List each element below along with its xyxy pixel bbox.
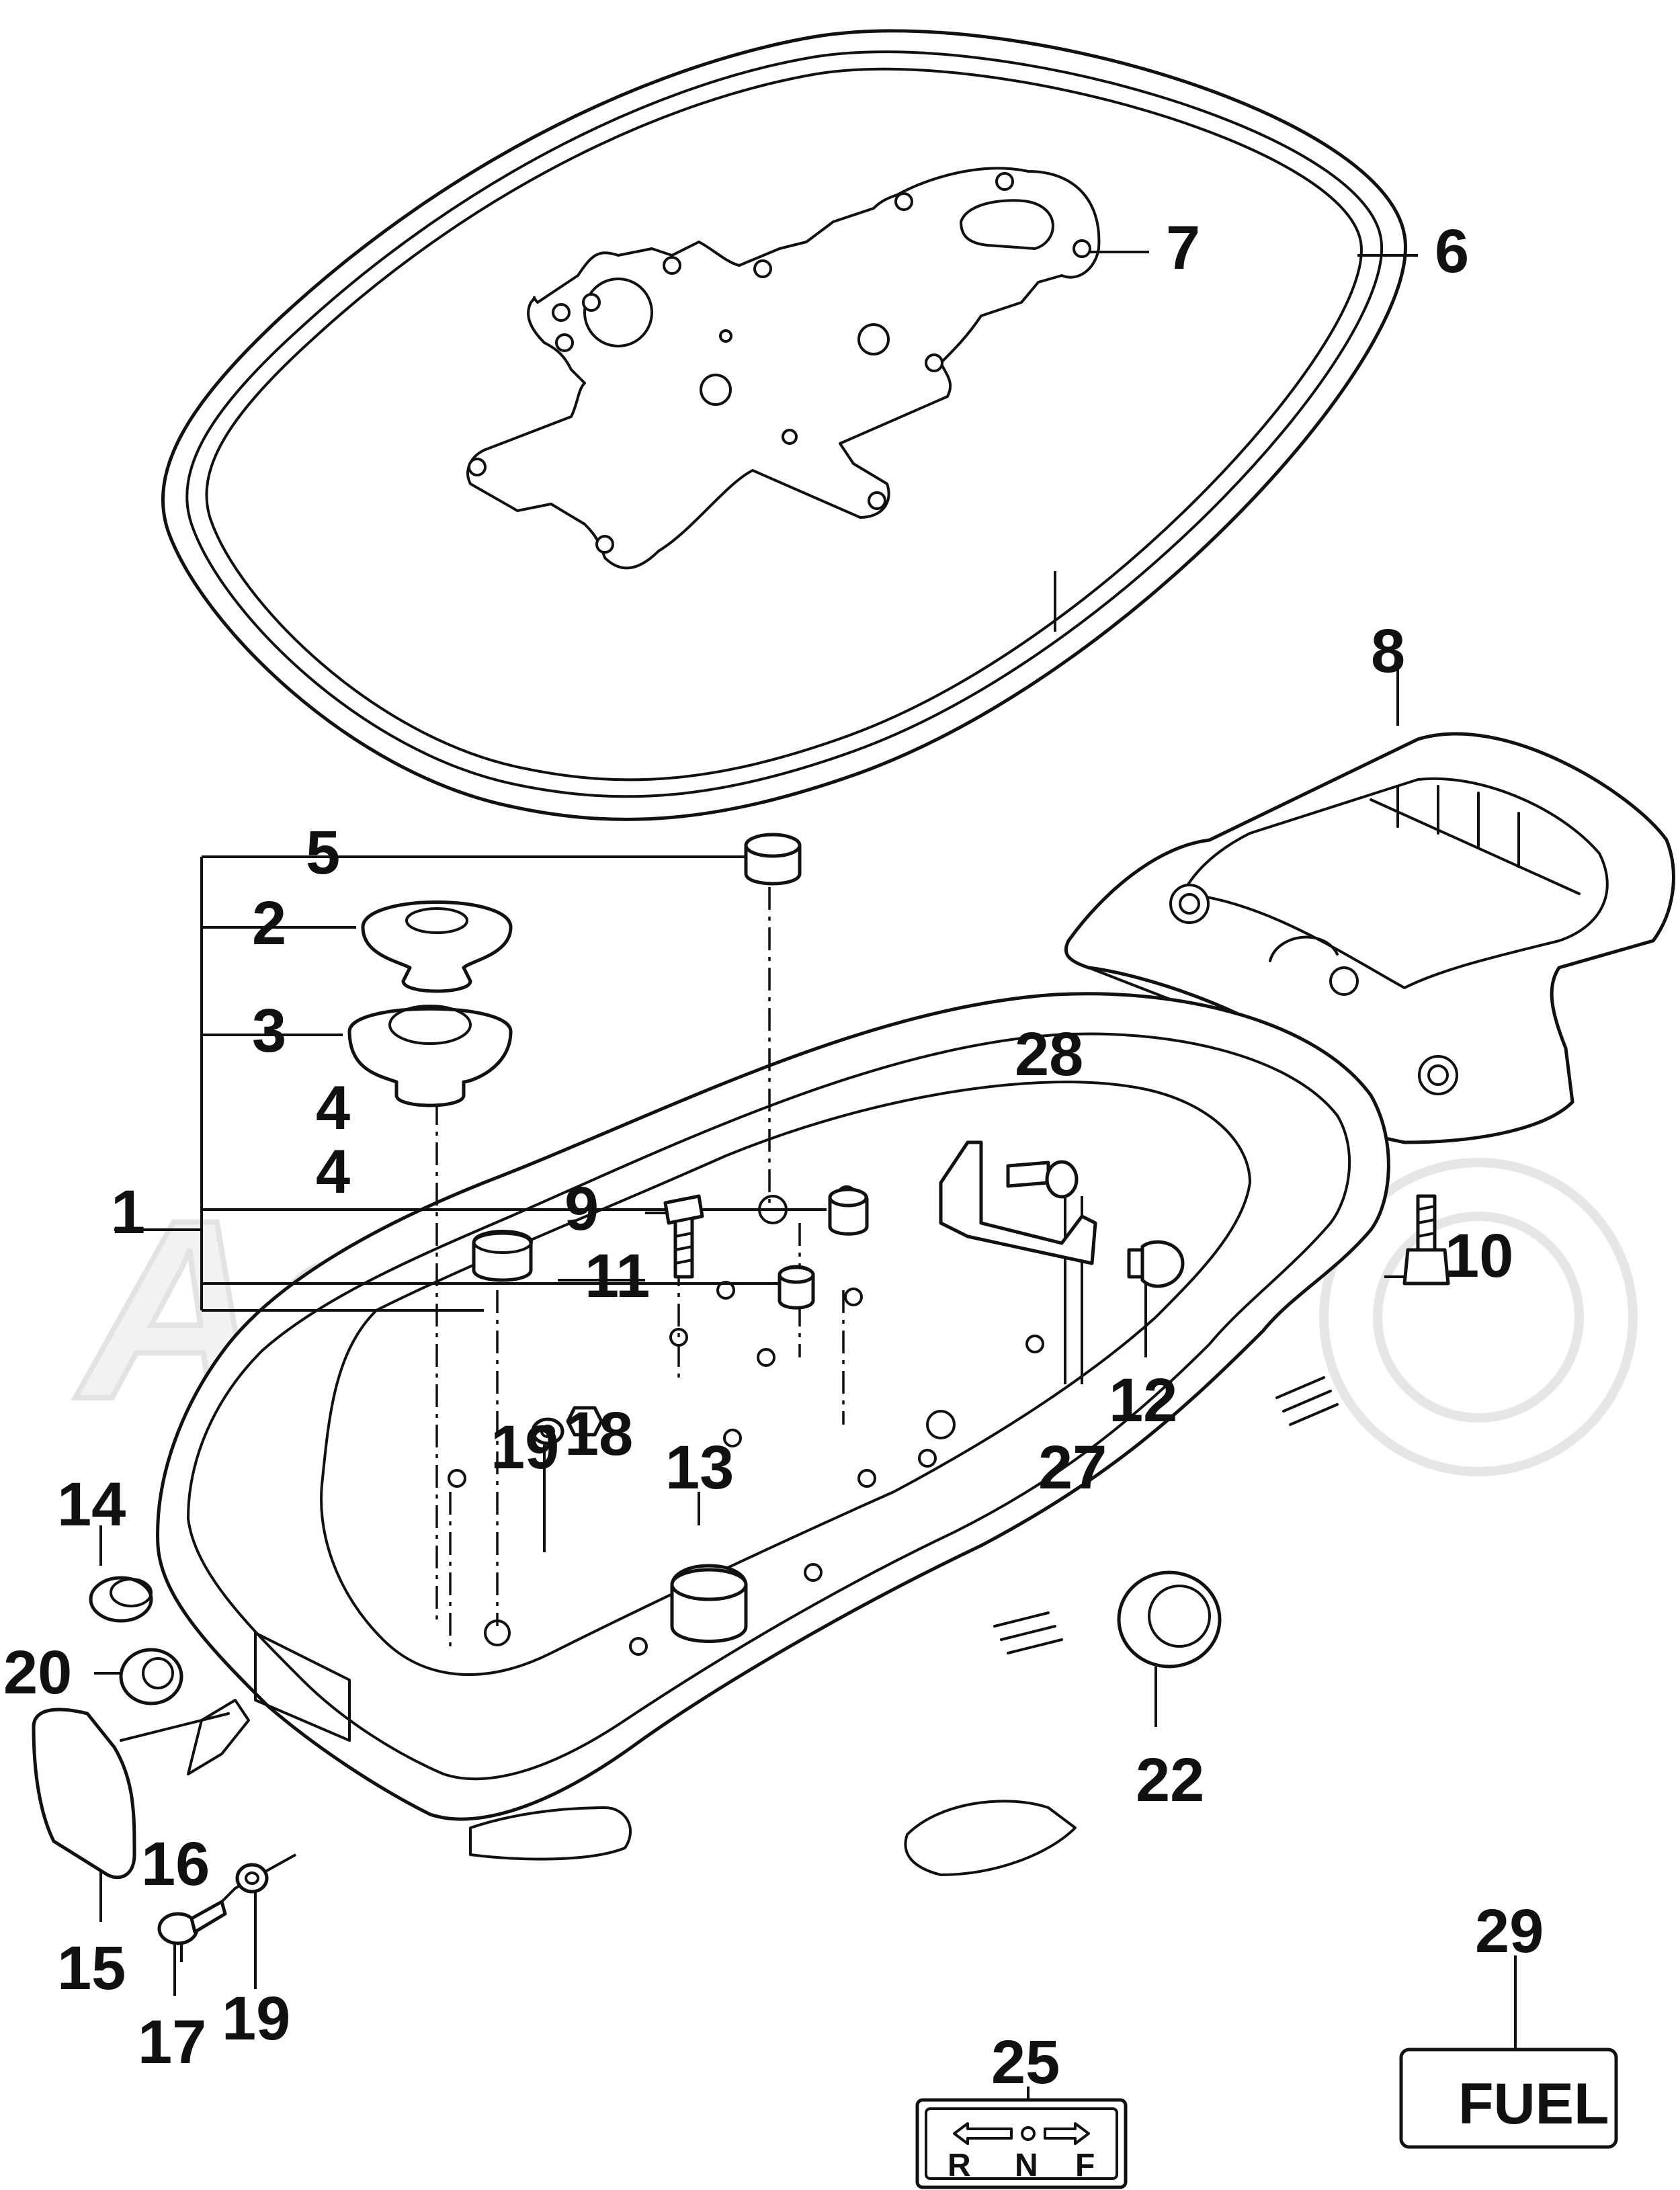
part-22-grommet xyxy=(1117,1570,1222,1669)
callout-12: 12 xyxy=(1109,1366,1177,1435)
part-6-seal xyxy=(161,29,1407,821)
callout-25: 25 xyxy=(991,2028,1060,2097)
part-4-plug-b xyxy=(778,1265,815,1310)
callout-10: 10 xyxy=(1445,1222,1513,1290)
shift-n-label: N xyxy=(1015,2148,1038,2183)
callout-4b: 4 xyxy=(316,1138,350,1206)
fuel-label: FUEL xyxy=(1458,2072,1609,2136)
watermark-wheel-outer xyxy=(1319,1158,1638,1476)
part-13-cap xyxy=(670,1564,748,1643)
part-4-plug-a xyxy=(828,1187,869,1236)
part-28-bolt xyxy=(1006,1160,1079,1199)
part-25-shift-decal: R N F xyxy=(915,2098,1128,2189)
part-19-washer-a xyxy=(531,1417,564,1445)
part-14-plug xyxy=(89,1576,153,1623)
watermark-wheel-inner xyxy=(1373,1212,1584,1423)
callout-11: 11 xyxy=(585,1242,650,1310)
callout-13: 13 xyxy=(665,1433,734,1502)
part-15-cover xyxy=(32,1708,136,1880)
callout-29: 29 xyxy=(1475,1897,1544,1966)
part-11-collar xyxy=(472,1230,533,1282)
callout-7: 7 xyxy=(1166,214,1200,282)
part-5-cap xyxy=(744,833,802,886)
part-3-grommet xyxy=(347,1005,513,1107)
callout-6: 6 xyxy=(1435,217,1469,286)
alignment-lines xyxy=(435,887,845,1653)
callout-4a: 4 xyxy=(316,1074,350,1142)
part-8-handle xyxy=(1064,732,1675,1144)
callout-16: 16 xyxy=(141,1830,210,1898)
part-2-grommet xyxy=(361,900,513,993)
part-12-damper xyxy=(1127,1240,1185,1288)
small-parts xyxy=(32,833,1450,1945)
part-7-gasket xyxy=(466,167,1101,570)
callout-28: 28 xyxy=(1015,1020,1083,1089)
shift-r-label: R xyxy=(948,2148,971,2183)
callout-20: 20 xyxy=(3,1638,72,1707)
callout-15: 15 xyxy=(57,1934,126,2003)
part-17-screw xyxy=(157,1900,227,1945)
callout-3: 3 xyxy=(252,997,286,1065)
callout-22: 22 xyxy=(1136,1746,1204,1814)
part-9-bolt xyxy=(663,1194,704,1279)
callout-8: 8 xyxy=(1371,617,1405,685)
callout-9: 9 xyxy=(564,1175,599,1243)
part-10-bolt xyxy=(1402,1194,1450,1286)
callout-17: 17 xyxy=(138,2008,206,2076)
callout-14: 14 xyxy=(57,1470,126,1539)
part-27-bracket xyxy=(939,1140,1097,1265)
callout-5: 5 xyxy=(306,818,340,887)
part-20-grommet xyxy=(119,1648,183,1705)
part-18-nut xyxy=(566,1406,603,1437)
callout-19b: 19 xyxy=(222,1984,290,2053)
leader-lines xyxy=(94,251,1517,2171)
callout-1: 1 xyxy=(111,1178,145,1247)
callout-2: 2 xyxy=(252,889,286,958)
callout-18: 18 xyxy=(564,1400,633,1468)
part-29-fuel-decal: FUEL xyxy=(1399,2048,1618,2149)
callout-labels: 5 2 3 1 4 4 7 6 8 28 9 11 10 12 27 19 18… xyxy=(3,214,1544,2097)
callout-19a: 19 xyxy=(491,1413,559,1482)
callout-27: 27 xyxy=(1038,1433,1107,1502)
part-19-washer-b xyxy=(235,1863,269,1894)
shift-f-label: F xyxy=(1075,2148,1095,2183)
part-16-latch xyxy=(120,1699,250,1775)
